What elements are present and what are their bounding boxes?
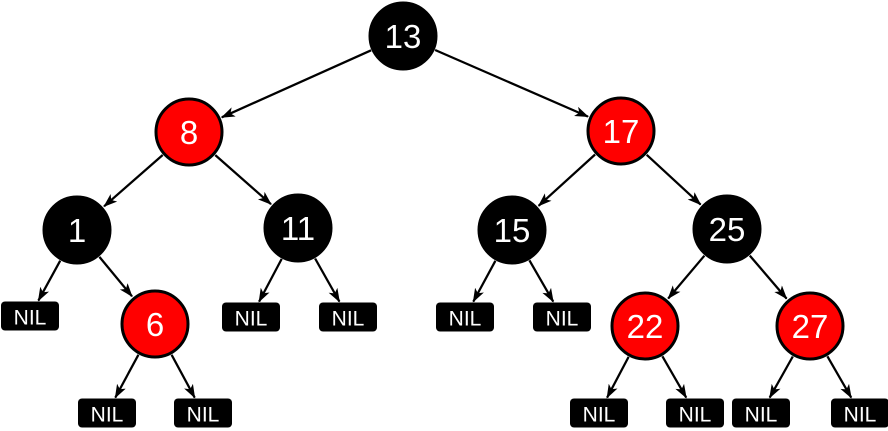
tree-node-15: 15 — [477, 195, 547, 265]
edge-1-to-nil-1-l — [37, 260, 62, 302]
node-value-label: 15 — [494, 212, 531, 249]
nil-label: NIL — [679, 404, 712, 427]
edge-15-to-nil-15-r — [528, 259, 555, 303]
black-node-circle — [42, 195, 112, 265]
tree-node-1: 1 — [42, 195, 112, 265]
nil-label: NIL — [844, 404, 877, 427]
tree-node-6: 6 — [120, 289, 190, 359]
nil-box — [732, 398, 790, 428]
nil-box — [666, 398, 724, 428]
nil-label: NIL — [187, 404, 220, 427]
edges-layer — [37, 48, 853, 399]
nil-leaf-nil-27-r: NIL — [831, 398, 888, 428]
tree-node-22: 22 — [610, 291, 680, 361]
nil-leaf-nil-15-l: NIL — [436, 302, 494, 332]
red-node-circle — [154, 97, 224, 167]
red-node-circle — [586, 96, 656, 166]
edge-13-to-8 — [220, 49, 372, 119]
nil-label: NIL — [332, 308, 365, 331]
red-node-circle — [775, 291, 845, 361]
nil-leaf-nil-22-r: NIL — [666, 398, 724, 428]
nil-leaf-nil-27-l: NIL — [732, 398, 790, 428]
edge-6-to-nil-6-l — [114, 354, 140, 399]
black-node-circle — [263, 193, 333, 263]
black-node-circle — [692, 194, 762, 264]
nil-box — [570, 398, 628, 428]
edge-27-to-nil-27-r — [826, 355, 853, 399]
edge-22-to-nil-22-l — [606, 356, 630, 399]
tree-node-17: 17 — [586, 96, 656, 166]
tree-node-11: 11 — [263, 193, 333, 263]
nil-label: NIL — [91, 404, 124, 427]
edge-17-to-25 — [645, 153, 702, 206]
edge-11-to-nil-11-r — [314, 257, 341, 303]
nil-leaf-nil-11-l: NIL — [222, 302, 280, 332]
nil-label: NIL — [14, 307, 47, 330]
node-value-label: 8 — [180, 114, 198, 151]
node-value-label: 1 — [68, 212, 86, 249]
edge-27-to-nil-27-l — [768, 355, 794, 399]
tree-node-8: 8 — [154, 97, 224, 167]
red-node-circle — [610, 291, 680, 361]
nil-label: NIL — [745, 404, 778, 427]
edge-8-to-1 — [103, 154, 164, 208]
edge-6-to-nil-6-r — [170, 354, 196, 399]
red-node-circle — [120, 289, 190, 359]
node-value-label: 11 — [281, 210, 315, 247]
edge-11-to-nil-11-l — [258, 258, 283, 303]
black-node-circle — [477, 195, 547, 265]
tree-node-27: 27 — [775, 291, 845, 361]
nil-leaf-nil-6-r: NIL — [174, 398, 232, 428]
nil-leaf-nil-22-l: NIL — [570, 398, 628, 428]
node-value-label: 17 — [603, 113, 640, 150]
nil-label: NIL — [235, 308, 268, 331]
edge-8-to-11 — [214, 154, 272, 206]
nil-leaf-nil-11-r: NIL — [319, 302, 377, 332]
edge-17-to-15 — [537, 153, 596, 207]
nil-box — [533, 302, 591, 332]
nil-box — [222, 302, 280, 332]
nil-label: NIL — [583, 404, 616, 427]
edge-1-to-6 — [98, 256, 133, 298]
edge-13-to-17 — [434, 48, 589, 118]
node-value-label: 27 — [792, 308, 829, 345]
edge-22-to-nil-22-r — [661, 355, 688, 399]
tree-node-13: 13 — [368, 1, 438, 71]
nil-box — [78, 398, 136, 428]
edge-15-to-nil-15-l — [472, 260, 497, 303]
node-value-label: 13 — [385, 18, 422, 55]
nil-box — [436, 302, 494, 332]
node-value-label: 6 — [146, 306, 164, 343]
nil-box — [319, 302, 377, 332]
node-value-label: 25 — [709, 211, 746, 248]
nil-leaf-nil-6-l: NIL — [78, 398, 136, 428]
tree-node-25: 25 — [692, 194, 762, 264]
node-value-label: 22 — [627, 308, 664, 345]
nil-box — [1, 301, 59, 331]
nil-label: NIL — [546, 308, 579, 331]
nil-leaf-nil-1-l: NIL — [1, 301, 59, 331]
nil-leaf-nil-15-r: NIL — [533, 302, 591, 332]
edge-25-to-22 — [667, 254, 706, 300]
nil-label: NIL — [449, 308, 482, 331]
edge-25-to-27 — [748, 254, 788, 300]
nil-box — [831, 398, 888, 428]
nil-box — [174, 398, 232, 428]
black-node-circle — [368, 1, 438, 71]
